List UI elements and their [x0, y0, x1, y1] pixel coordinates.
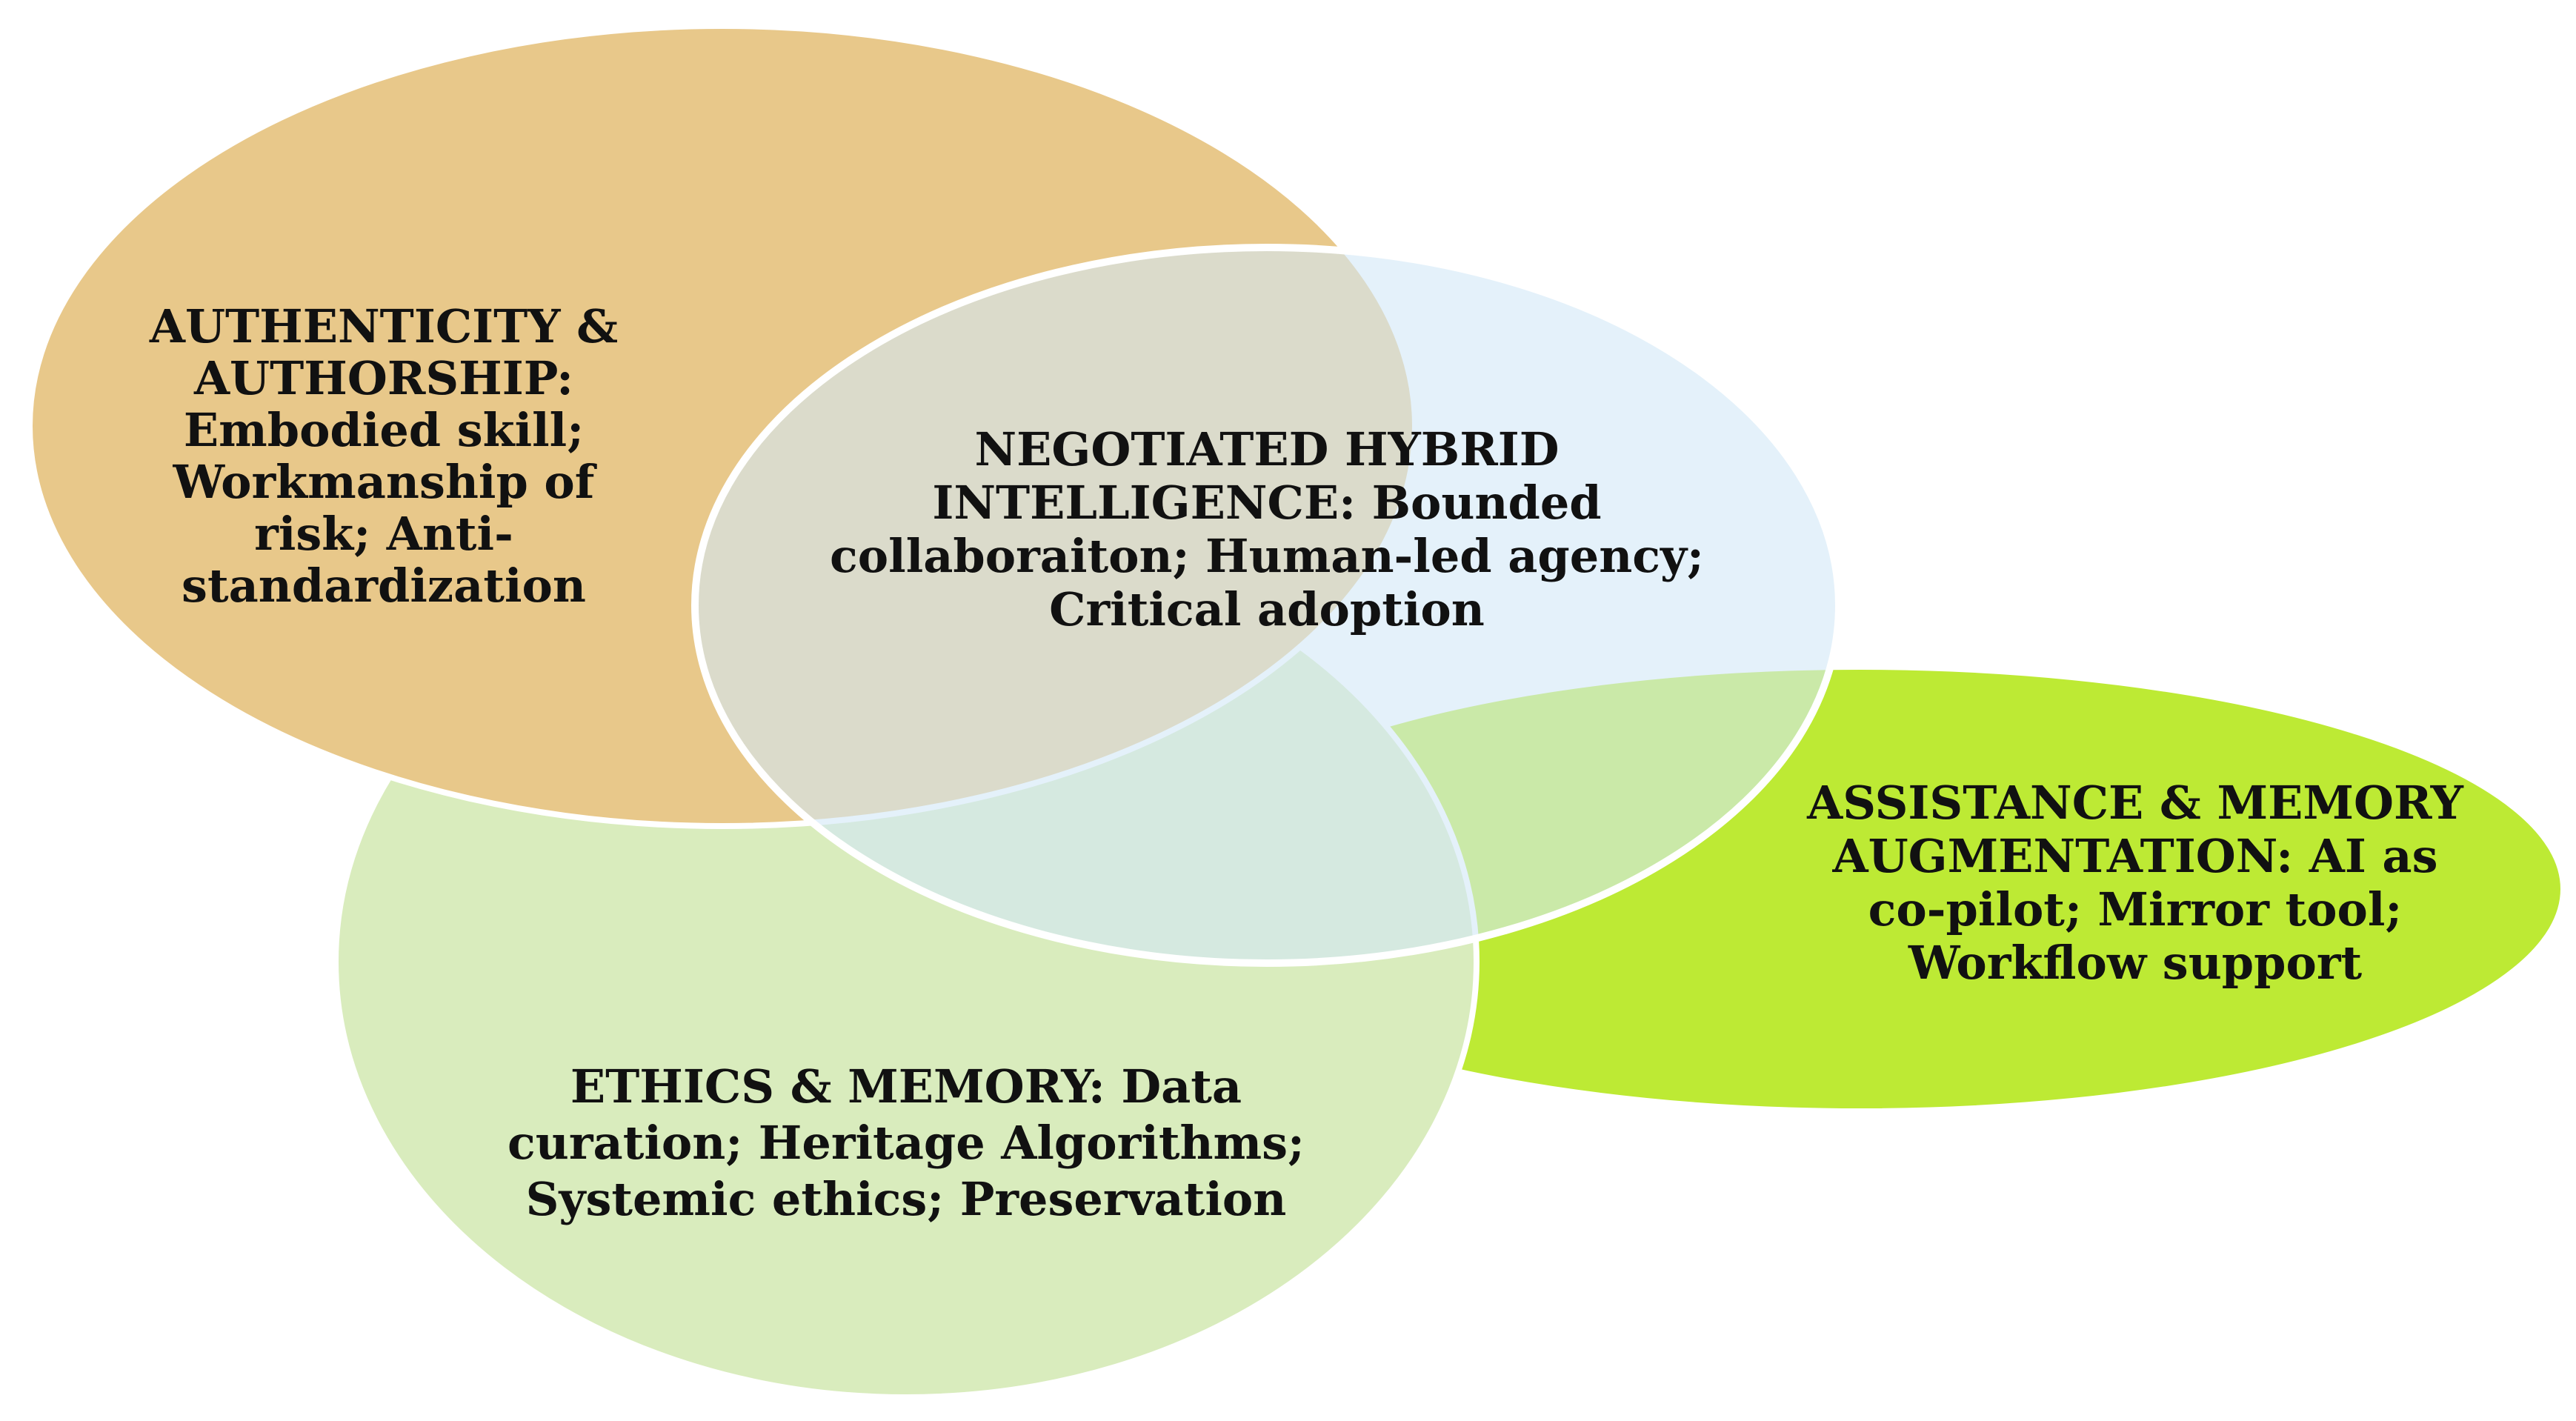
hybrid-ellipse — [691, 244, 1843, 967]
label-line: Workmanship of — [173, 455, 597, 509]
label-line: Critical adoption — [1049, 582, 1485, 636]
label-line: collaboraiton; Human-led agency; — [830, 529, 1704, 583]
label-line: risk; Anti- — [254, 507, 513, 561]
label-line: NEGOTIATED HYBRID — [974, 422, 1559, 476]
label-line: INTELLIGENCE: Bounded — [932, 476, 1601, 530]
label-line: standardization — [182, 559, 586, 613]
label-line: ETHICS & MEMORY: Data — [570, 1059, 1242, 1114]
label-line: co-pilot; Mirror tool; — [1868, 882, 2403, 936]
label-line: curation; Heritage Algorithms; — [507, 1116, 1305, 1170]
label-line: Workflow support — [1908, 936, 2363, 990]
label-line: ASSISTANCE & MEMORY — [1806, 776, 2463, 830]
label-line: AUTHENTICITY & — [149, 299, 618, 353]
authenticity-label: AUTHENTICITY &AUTHORSHIP:Embodied skill;… — [149, 299, 618, 613]
label-line: Embodied skill; — [184, 403, 584, 457]
label-line: Systemic ethics; Preservation — [526, 1172, 1287, 1226]
label-line: AUGMENTATION: AI as — [1832, 829, 2438, 883]
label-line: AUTHORSHIP: — [193, 351, 573, 405]
